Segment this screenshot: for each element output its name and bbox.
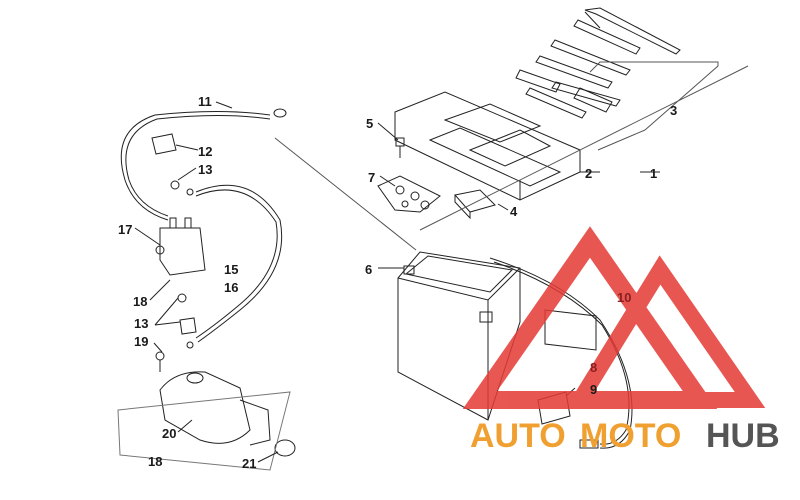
callout-9: 9 <box>590 382 597 397</box>
callout-8: 8 <box>590 360 597 375</box>
callout-13: 13 <box>198 162 212 177</box>
pad-4 <box>454 189 496 220</box>
callout-19: 18 <box>148 454 162 469</box>
callout-2: 2 <box>585 166 592 181</box>
watermark-logo <box>462 226 766 409</box>
callout-20: 20 <box>162 426 176 441</box>
callout-1: 1 <box>650 166 657 181</box>
callout-13b: 13 <box>134 316 148 331</box>
screw-5 <box>395 137 405 158</box>
callout-labels: 5 2 1 3 4 7 6 10 8 9 11 12 13 17 15 16 1… <box>118 94 677 471</box>
callout-12: 12 <box>198 144 212 159</box>
watermark-text: AUTO MOTO HUB <box>470 417 780 455</box>
hardware-kit <box>377 175 441 213</box>
callout-3: 3 <box>670 103 677 118</box>
callout-10: 10 <box>617 290 631 305</box>
watermark-auto: AUTO <box>470 417 566 455</box>
callout-21: 21 <box>242 456 256 471</box>
callout-18: 19 <box>134 334 148 349</box>
callout-16: 17 <box>118 222 132 237</box>
battery <box>397 251 521 421</box>
callout-5: 5 <box>366 116 373 131</box>
callout-14: 15 <box>224 262 238 277</box>
tool-tray <box>394 91 581 201</box>
callout-11: 11 <box>198 94 212 109</box>
starter-relay-assembly <box>120 108 287 349</box>
watermark-hub: HUB <box>706 417 780 455</box>
callout-7: 7 <box>368 170 375 185</box>
callout-17: 18 <box>133 294 147 309</box>
callout-6: 6 <box>365 262 372 277</box>
starter-motor <box>117 351 296 471</box>
battery-cable <box>489 257 633 449</box>
callout-15: 16 <box>224 280 238 295</box>
callout-4: 4 <box>510 204 518 219</box>
tool-kit <box>515 7 681 119</box>
watermark-moto: MOTO <box>580 417 681 455</box>
